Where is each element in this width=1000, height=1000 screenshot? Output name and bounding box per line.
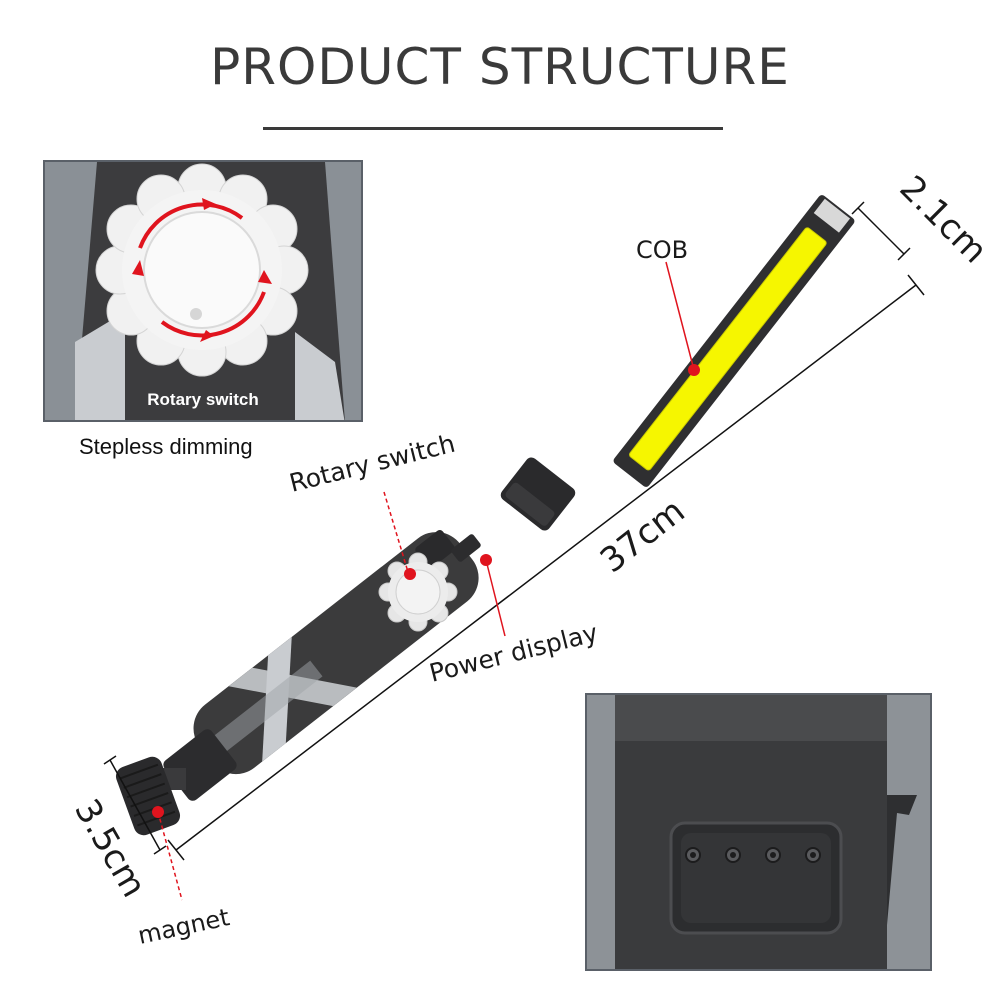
power-display-leader [485,559,506,637]
base-dimension-line [109,759,161,851]
power-display-indicator [451,534,481,562]
width-dimension-line [857,207,905,255]
rotary-knob [378,552,458,632]
hinge [500,457,576,531]
callout-dots [152,364,700,818]
rotary-switch-label: Rotary switch [286,429,457,498]
dimension-lines [103,201,925,861]
power-display-inset [585,693,932,971]
callout-leaders [157,261,695,901]
light-head [613,195,855,487]
cob-label: COB [636,236,688,264]
cob-leader [665,261,695,371]
title-underline [263,127,723,130]
power-display-label: Power display [426,618,600,688]
length-dimension-label: 37cm [593,491,693,581]
rotary-switch-inset-label: Rotary switch [147,390,259,409]
stepless-dimming-caption: Stepless dimming [79,434,253,459]
page-title: PRODUCT STRUCTURE [210,38,790,96]
handle [193,530,479,775]
rotary-switch-inset: Rotary switch [43,160,363,422]
width-dimension-label: 2.1cm [892,168,995,271]
magnet-leader [157,811,183,901]
magnet-base [115,729,237,836]
magnet-label: magnet [135,903,232,950]
power-display-closeup-image [587,695,930,969]
cob-led-strip [629,227,827,471]
rotary-switch-closeup-image [45,162,361,420]
length-dimension-line [175,284,917,851]
